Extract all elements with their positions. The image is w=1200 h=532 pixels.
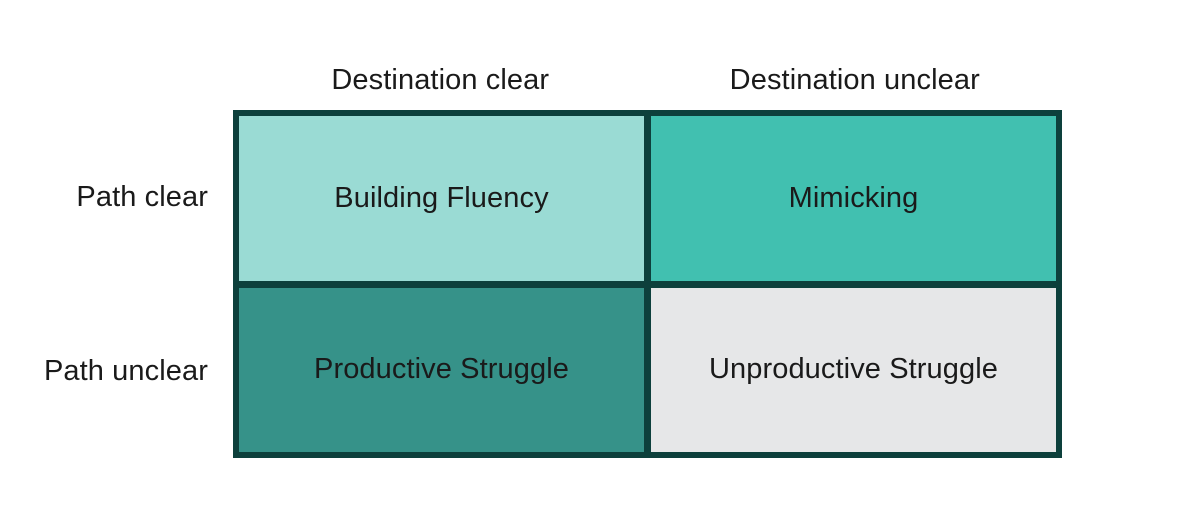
matrix-cell-label: Productive Struggle (314, 353, 569, 386)
column-header-destination-unclear: Destination unclear (648, 58, 1063, 102)
column-header-label: Destination clear (331, 63, 550, 96)
matrix-cell-unproductive-struggle: Unproductive Struggle (651, 287, 1056, 452)
matrix-cell-mimicking: Mimicking (651, 116, 1056, 281)
matrix-cell-label: Unproductive Struggle (708, 353, 999, 386)
row-header-label: Path unclear (43, 354, 208, 387)
matrix-cell-label: Mimicking (788, 181, 919, 214)
row-header-path-clear: Path clear (0, 110, 220, 284)
column-header-destination-clear: Destination clear (233, 58, 648, 102)
matrix-cell-label: Building Fluency (334, 181, 549, 214)
row-header-label: Path clear (76, 180, 208, 213)
row-header-column: Path clear Path unclear (0, 110, 220, 458)
row-header-path-unclear: Path unclear (0, 284, 220, 458)
column-header-row: Destination clear Destination unclear (233, 58, 1062, 102)
matrix-cell-productive-struggle: Productive Struggle (239, 287, 644, 452)
column-header-label: Destination unclear (729, 63, 980, 96)
matrix-cell-building-fluency: Building Fluency (239, 116, 644, 281)
matrix-grid: Building Fluency Mimicking Productive St… (233, 110, 1062, 458)
